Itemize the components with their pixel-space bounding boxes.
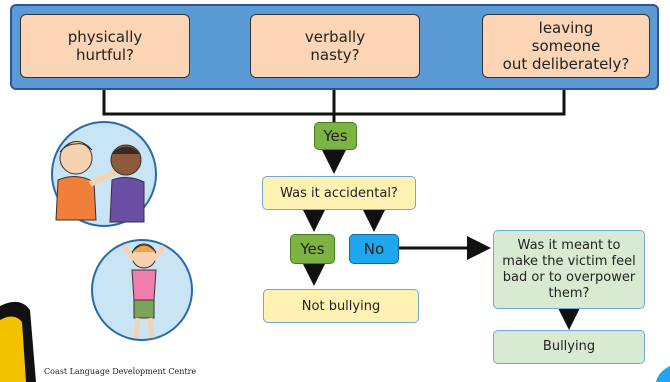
bullying-outcome: Bullying <box>493 330 645 364</box>
upset-girl-illustration <box>91 239 193 341</box>
yes-node-top: Yes <box>314 122 357 150</box>
no-node: No <box>349 234 399 264</box>
corner-decoration <box>0 301 36 382</box>
yes-node-bottom: Yes <box>290 234 335 264</box>
pushing-children-illustration <box>51 121 157 227</box>
question-physically-hurtful: physically hurtful? <box>20 14 190 78</box>
question-leaving-out: leaving someone out deliberately? <box>482 14 650 78</box>
question-verbally-nasty: verbally nasty? <box>250 14 420 78</box>
meant-to-hurt-question: Was it meant to make the victim feel bad… <box>493 230 645 309</box>
corner-decoration-right <box>656 366 670 382</box>
not-bullying-outcome: Not bullying <box>263 289 419 323</box>
accidental-question: Was it accidental? <box>262 176 416 210</box>
credit-text: Coast Language Development Centre <box>44 367 197 376</box>
